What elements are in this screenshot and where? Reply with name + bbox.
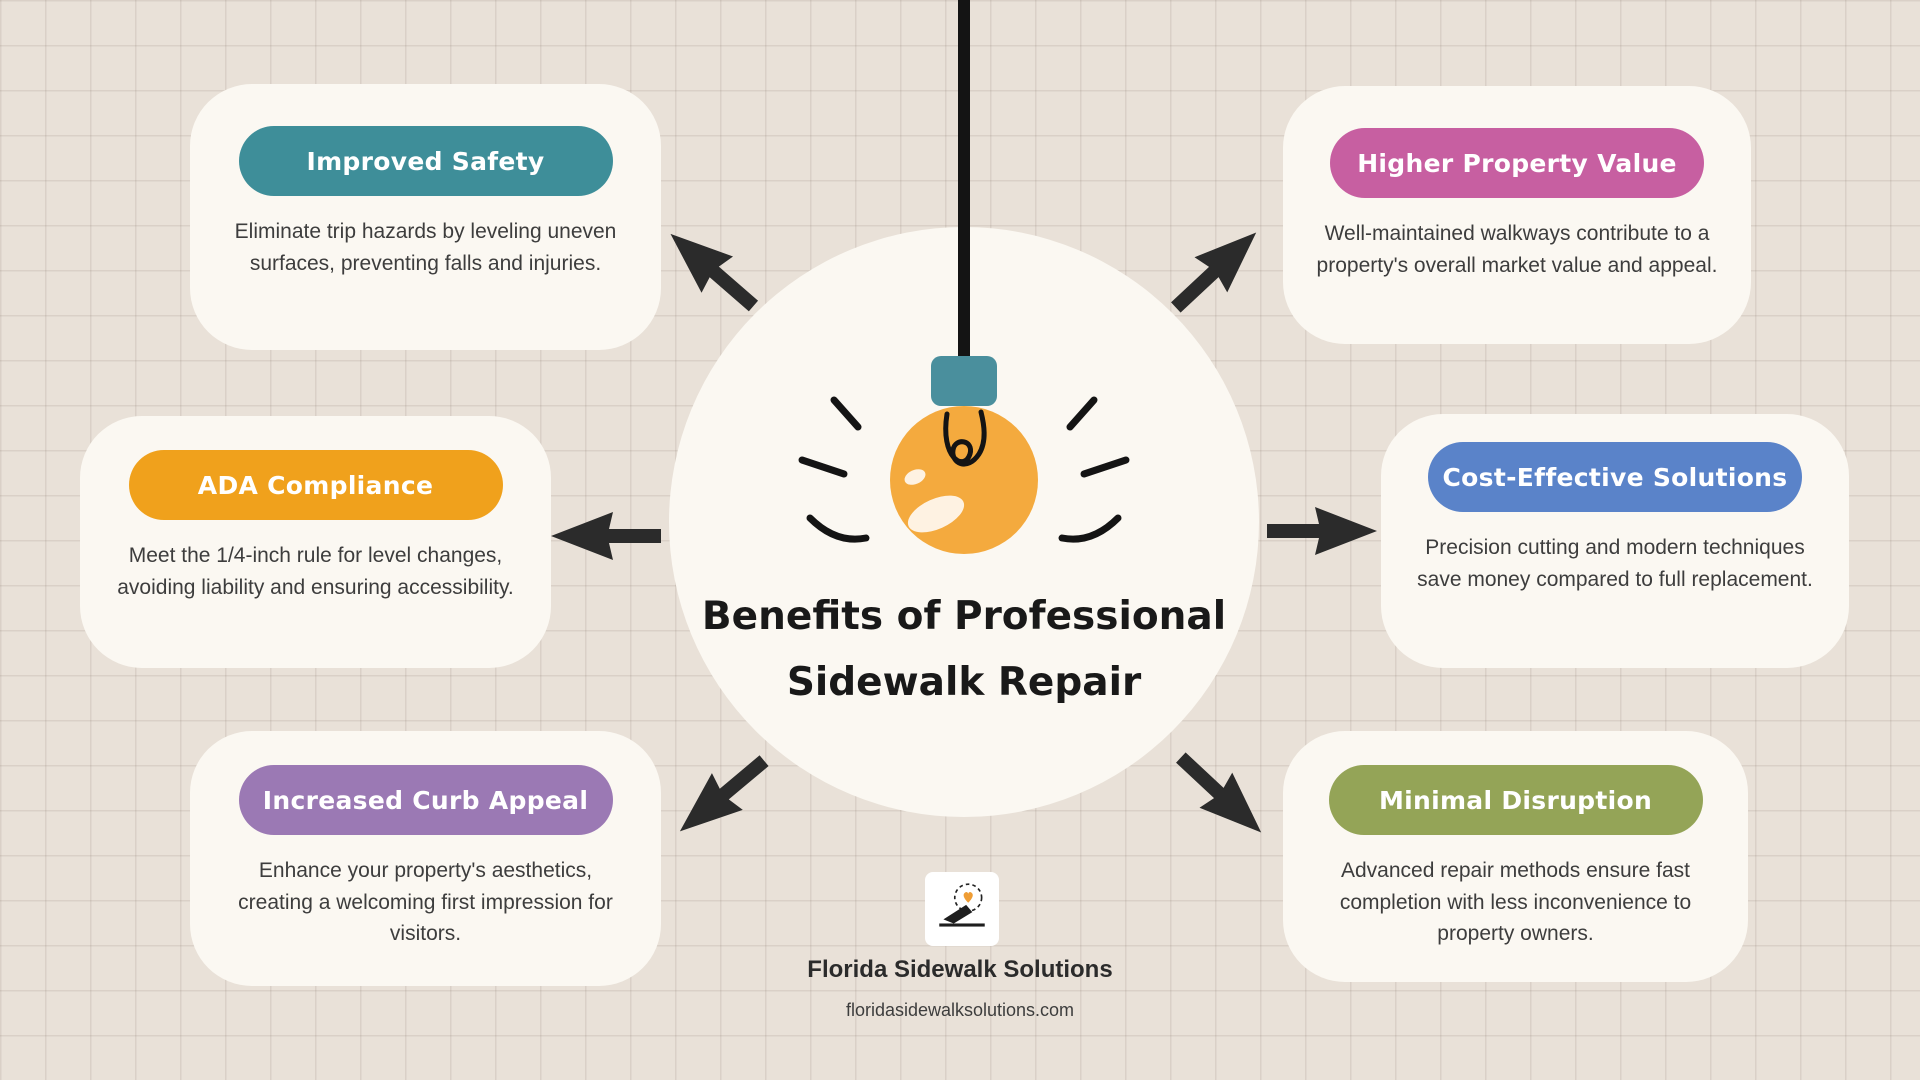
card-text-ada-compliance: Meet the 1/4-inch rule for level changes… [117, 544, 514, 599]
arrow-icon-top-left [654, 215, 770, 325]
card-higher-property-value: Higher Property Value Well-maintained wa… [1283, 86, 1751, 344]
card-header-higher-property-value: Higher Property Value [1330, 128, 1704, 198]
bulb-sparks [798, 396, 1130, 543]
card-text-higher-property-value: Well-maintained walkways contribute to a… [1316, 222, 1718, 277]
brand-logo [925, 872, 999, 946]
arrow-icon-right [1267, 507, 1377, 555]
card-improved-safety: Improved Safety Eliminate trip hazards b… [190, 84, 661, 350]
card-header-cost-effective-solutions: Cost-Effective Solutions [1428, 442, 1802, 512]
title-line-2: Sidewalk Repair [786, 660, 1142, 706]
card-text-improved-safety: Eliminate trip hazards by leveling uneve… [234, 220, 617, 275]
main-title: Benefits of Professional Sidewalk Repair [664, 584, 1264, 717]
card-header-improved-safety: Improved Safety [238, 126, 613, 196]
arrow-icon-bottom-right [1164, 739, 1278, 851]
arrow-icon-left [551, 512, 661, 560]
bulb-cap [931, 356, 997, 406]
lightbulb-icon [798, 0, 1130, 554]
card-header-increased-curb-appeal: Increased Curb Appeal [238, 765, 613, 835]
card-header-minimal-disruption: Minimal Disruption [1328, 765, 1703, 835]
card-text-increased-curb-appeal: Enhance your property's aesthetics, crea… [238, 859, 613, 945]
card-increased-curb-appeal: Increased Curb Appeal Enhance your prope… [190, 731, 661, 986]
bulb-highlight [907, 495, 965, 533]
card-header-ada-compliance: ADA Compliance [128, 450, 503, 520]
bulb-cord [958, 0, 970, 366]
brand-logo-icon [939, 883, 985, 927]
title-line-1: Benefits of Professional [701, 594, 1227, 639]
card-minimal-disruption: Minimal Disruption Advanced repair metho… [1283, 731, 1748, 982]
card-text-minimal-disruption: Advanced repair methods ensure fast comp… [1339, 859, 1692, 945]
brand-website: floridasidewalksolutions.com [845, 1000, 1075, 1020]
card-ada-compliance: ADA Compliance Meet the 1/4-inch rule fo… [80, 416, 551, 668]
arrow-icon-bottom-left [664, 742, 780, 850]
card-text-cost-effective-solutions: Precision cutting and modern techniques … [1417, 536, 1813, 591]
arrow-icon-top-right [1159, 214, 1273, 326]
bulb-highlight-small [904, 469, 926, 485]
card-cost-effective-solutions: Cost-Effective Solutions Precision cutti… [1381, 414, 1849, 668]
bulb-filament [943, 409, 987, 467]
brand-name: Florida Sidewalk Solutions [807, 956, 1113, 983]
